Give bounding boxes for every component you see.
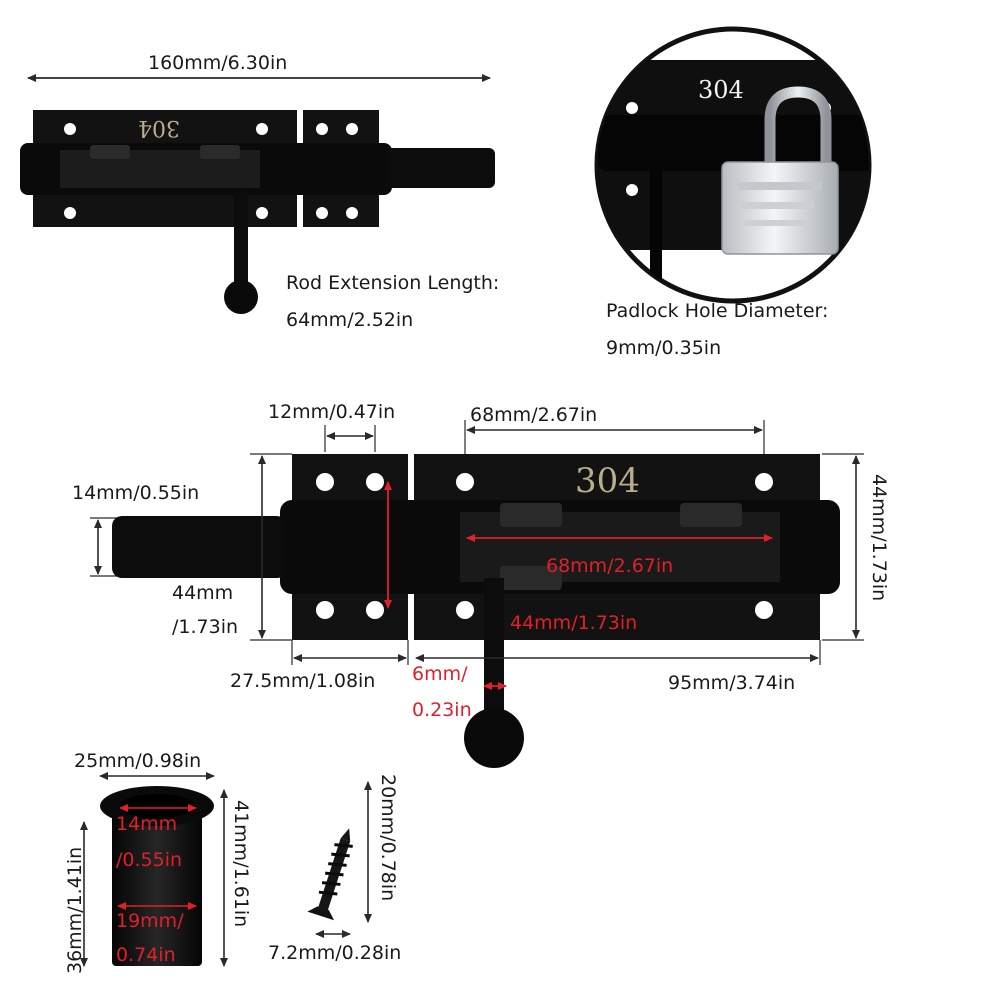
keeper-width-label: 27.5mm/1.08in — [230, 670, 376, 692]
cup-height-left-label: 36mm/1.41in — [64, 846, 86, 974]
bolt-rod — [385, 148, 495, 188]
hole-spacing-small-label: 12mm/0.47in — [268, 401, 396, 423]
padlock-engraving-mark: 304 — [698, 76, 744, 104]
rod-diameter-label: 14mm/0.55in — [72, 482, 200, 504]
cup-lower-label-b: 0.74in — [116, 944, 176, 966]
cup-width-label: 25mm/0.98in — [74, 750, 202, 772]
rod-extension-value: 64mm/2.52in — [286, 309, 414, 331]
bolt-handle — [234, 190, 248, 282]
padlock-detail-circle: 304 — [594, 26, 872, 304]
engraving-mark: 304 — [138, 115, 180, 140]
mounting-holes — [64, 123, 358, 219]
overall-length-label: 160mm/6.30in — [148, 52, 288, 74]
padlock-hole-value: 9mm/0.35in — [606, 337, 722, 359]
keeper-height-label-b: /1.73in — [172, 616, 239, 638]
keeper-height-label-a: 44mm — [172, 582, 234, 604]
cup-inner-label-b: /0.55in — [116, 849, 183, 871]
rod-extension-title: Rod Extension Length: — [286, 272, 500, 294]
main-mounting-holes — [316, 473, 773, 619]
cup-lower-label-a: 19mm/ — [116, 910, 184, 932]
main-engraving-mark: 304 — [575, 461, 640, 501]
hole-spacing-large-label: 68mm/2.67in — [470, 404, 598, 426]
screw-head-label: 7.2mm/0.28in — [268, 942, 402, 964]
cup-inner-label-a: 14mm — [116, 813, 178, 835]
screw-icon — [307, 781, 372, 938]
red-handle-length-label: 44mm/1.73in — [510, 612, 638, 634]
main-bolt-rod — [112, 516, 287, 578]
main-bolt-drawing: 304 — [90, 420, 864, 768]
handle-diameter-label-a: 6mm/ — [412, 663, 468, 685]
padlock-hole-title: Padlock Hole Diameter: — [606, 300, 829, 322]
padlock-icon — [721, 86, 839, 255]
main-bolt-handle — [484, 578, 504, 718]
plate-height-label: 44mm/1.73in — [868, 474, 890, 602]
screw-length-label: 20mm/0.78in — [377, 774, 399, 902]
strike-cup-icon — [80, 772, 228, 967]
red-hole-spacing-label: 68mm/2.67in — [546, 555, 674, 577]
bolt-latch-icon: 304 — [20, 74, 495, 314]
handle-diameter-label-b: 0.23in — [412, 699, 472, 721]
base-width-label: 95mm/3.74in — [668, 672, 796, 694]
cup-height-right-label: 41mm/1.61in — [230, 800, 252, 928]
